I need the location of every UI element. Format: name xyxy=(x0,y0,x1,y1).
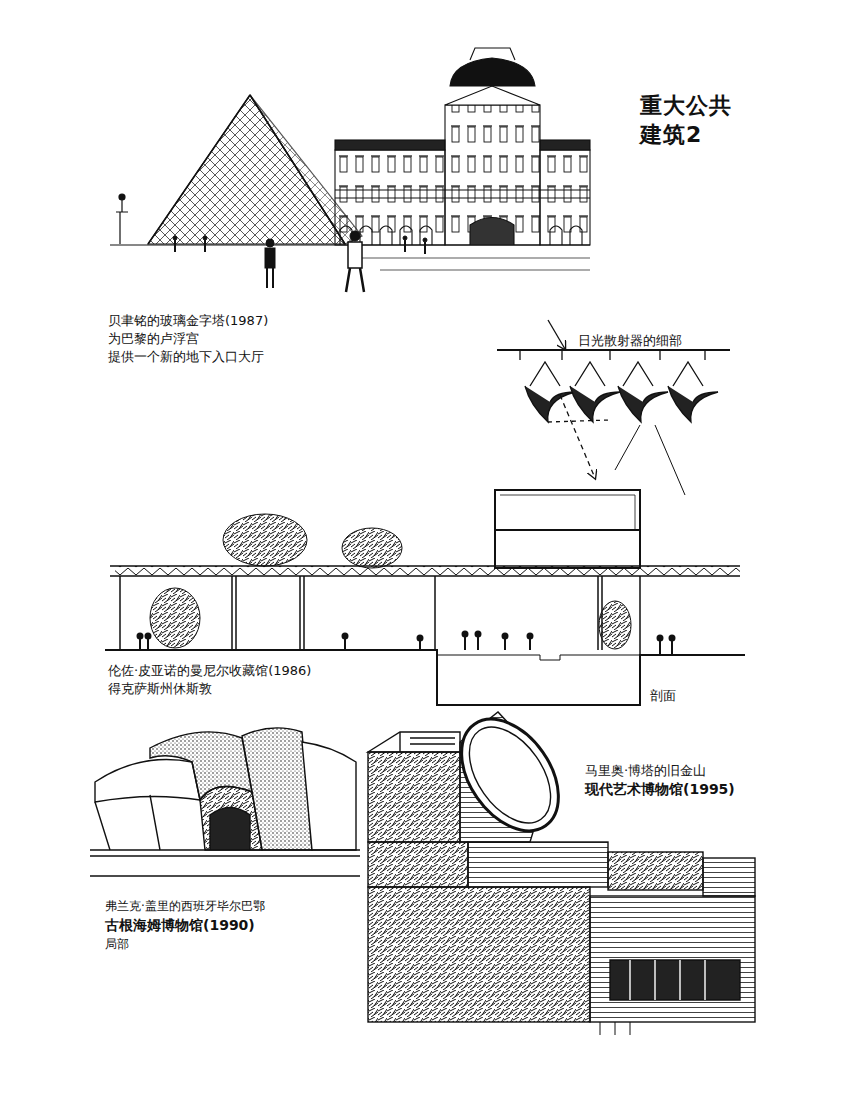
caption-text: 得克萨斯州休斯敦 xyxy=(108,681,212,697)
caption-text: 贝聿铭的玻璃金字塔(1987) xyxy=(108,313,268,329)
page-title: 重大公共 建筑2 xyxy=(640,92,740,149)
caption-text: 弗兰克·盖里的西班牙毕尔巴鄂 xyxy=(105,899,265,914)
caption-text: 日光散射器的细部 xyxy=(578,333,682,349)
caption-text: 现代艺术博物馆(1995) xyxy=(585,781,735,799)
sfmoma-sketch xyxy=(368,701,755,1035)
caption-text: 剖面 xyxy=(650,688,676,704)
guggenheim-sketch xyxy=(90,728,360,876)
caption-text: 马里奥·博塔的旧金山 xyxy=(585,763,706,779)
diffuser-detail xyxy=(497,320,730,495)
caption-text: 提供一个新的地下入口大厅 xyxy=(108,349,264,365)
caption-text: 伦佐·皮亚诺的曼尼尔收藏馆(1986) xyxy=(108,663,311,679)
louvre-palace xyxy=(335,48,590,245)
people xyxy=(173,231,427,292)
caption-text: 局部 xyxy=(105,937,129,952)
menil-section xyxy=(105,490,745,705)
section-people xyxy=(138,632,675,656)
glass-pyramid xyxy=(116,95,362,244)
caption-text: 为巴黎的卢浮宫 xyxy=(108,331,199,347)
caption-text: 古根海姆博物馆(1990) xyxy=(105,917,255,935)
